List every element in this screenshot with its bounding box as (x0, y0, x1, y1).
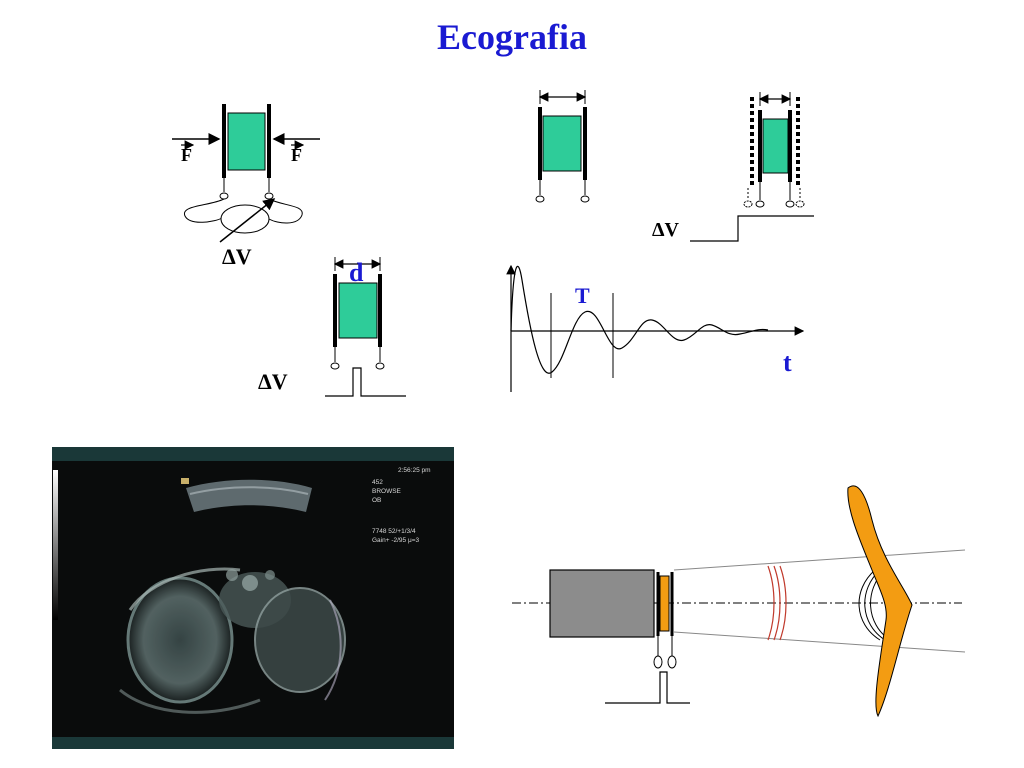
oscillation-curve (510, 265, 769, 374)
ultrasound-image: 2:56:25 pm 452 BROWSE OB 7748 52/+1/3/4 … (52, 447, 454, 749)
us-line2: BROWSE (372, 488, 402, 495)
pulse-voltage (325, 367, 406, 397)
page-title: Ecografia (437, 17, 587, 57)
piezo-force-panel: F F ΔV (172, 104, 320, 269)
wire-right (268, 198, 303, 224)
pulse-voltage-label: ΔV (258, 369, 288, 394)
crystal (227, 112, 266, 171)
grayscale-bar (53, 470, 58, 620)
period-label: T (575, 283, 590, 308)
transducer-panel (512, 485, 966, 718)
target-reflector (847, 485, 913, 718)
probe-band (186, 479, 312, 512)
fetal-head (126, 576, 234, 704)
force-label-left: F (181, 145, 192, 165)
beam-edge-bottom (673, 631, 966, 653)
emit-pulse (605, 671, 690, 704)
us-line4: 7748 52/+1/3/4 (372, 528, 416, 535)
distance-label: d (349, 258, 364, 287)
time-label: t (783, 348, 792, 377)
voltmeter-label: ΔV (222, 244, 252, 269)
crystal-pulse-panel: d ΔV (258, 257, 406, 397)
crystal (338, 282, 378, 339)
force-label-right: F (291, 145, 302, 165)
step-voltage-label: ΔV (652, 219, 680, 241)
transducer-body (549, 569, 655, 638)
echo-1 (858, 569, 881, 641)
wavefront-1 (767, 565, 775, 641)
damped-oscillation-graph: T t (506, 264, 805, 392)
step-voltage (690, 215, 814, 242)
crystal-step-panel: ΔV (652, 92, 814, 242)
us-time: 2:56:25 pm (398, 467, 431, 474)
us-line1: 452 (372, 479, 383, 486)
voltmeter-icon (219, 198, 276, 243)
crystal-width-panel (535, 90, 590, 203)
wavefront-2 (773, 565, 781, 641)
us-line3: OB (372, 497, 381, 504)
crystal (762, 118, 789, 174)
us-line5: Gain+ -2/95 μ=3 (372, 537, 419, 544)
piezo-element (659, 575, 670, 632)
wire-left (184, 198, 225, 223)
beam-edge-top (673, 549, 966, 571)
wavefront-3 (779, 565, 787, 641)
crystal (542, 115, 582, 172)
